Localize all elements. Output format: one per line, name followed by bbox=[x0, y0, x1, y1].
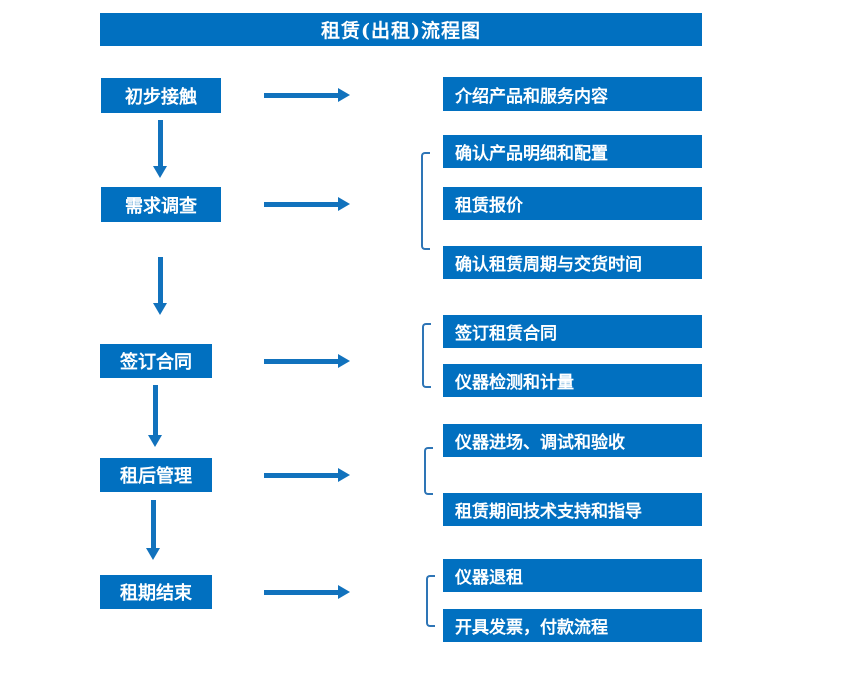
step-box-post-rental-management: 租后管理 bbox=[100, 458, 212, 492]
bracket bbox=[424, 447, 433, 495]
output-box-instrument-setup: 仪器进场、调试和验收 bbox=[443, 424, 702, 457]
bracket bbox=[426, 575, 435, 627]
output-box-sign-rental-contract: 签订租赁合同 bbox=[443, 315, 702, 348]
step-box-rental-end: 租期结束 bbox=[100, 575, 212, 609]
bracket bbox=[422, 323, 431, 388]
output-box-instrument-inspection: 仪器检测和计量 bbox=[443, 364, 702, 397]
arrow-right-icon bbox=[264, 354, 350, 368]
step-box-sign-contract: 签订合同 bbox=[100, 344, 212, 378]
output-box-technical-support: 租赁期间技术支持和指导 bbox=[443, 493, 702, 526]
arrow-right-icon bbox=[264, 468, 350, 482]
step-box-demand-survey: 需求调查 bbox=[101, 187, 221, 222]
output-box-rental-quote: 租赁报价 bbox=[443, 187, 702, 220]
output-box-confirm-rental-period: 确认租赁周期与交货时间 bbox=[443, 246, 702, 279]
arrow-right-icon bbox=[264, 585, 350, 599]
bracket bbox=[421, 152, 430, 250]
arrow-down-icon bbox=[148, 385, 162, 447]
output-box-confirm-product-details: 确认产品明细和配置 bbox=[443, 135, 702, 168]
arrow-down-icon bbox=[146, 500, 160, 560]
step-box-initial-contact: 初步接触 bbox=[101, 78, 221, 113]
arrow-down-icon bbox=[153, 120, 167, 178]
arrow-right-icon bbox=[264, 197, 350, 211]
output-box-introduce-products: 介绍产品和服务内容 bbox=[443, 77, 702, 111]
diagram-title: 租赁(出租)流程图 bbox=[100, 13, 702, 46]
output-box-invoice-payment: 开具发票，付款流程 bbox=[443, 609, 702, 642]
arrow-down-icon bbox=[153, 257, 167, 315]
arrow-right-icon bbox=[264, 88, 350, 102]
output-box-instrument-return: 仪器退租 bbox=[443, 559, 702, 592]
